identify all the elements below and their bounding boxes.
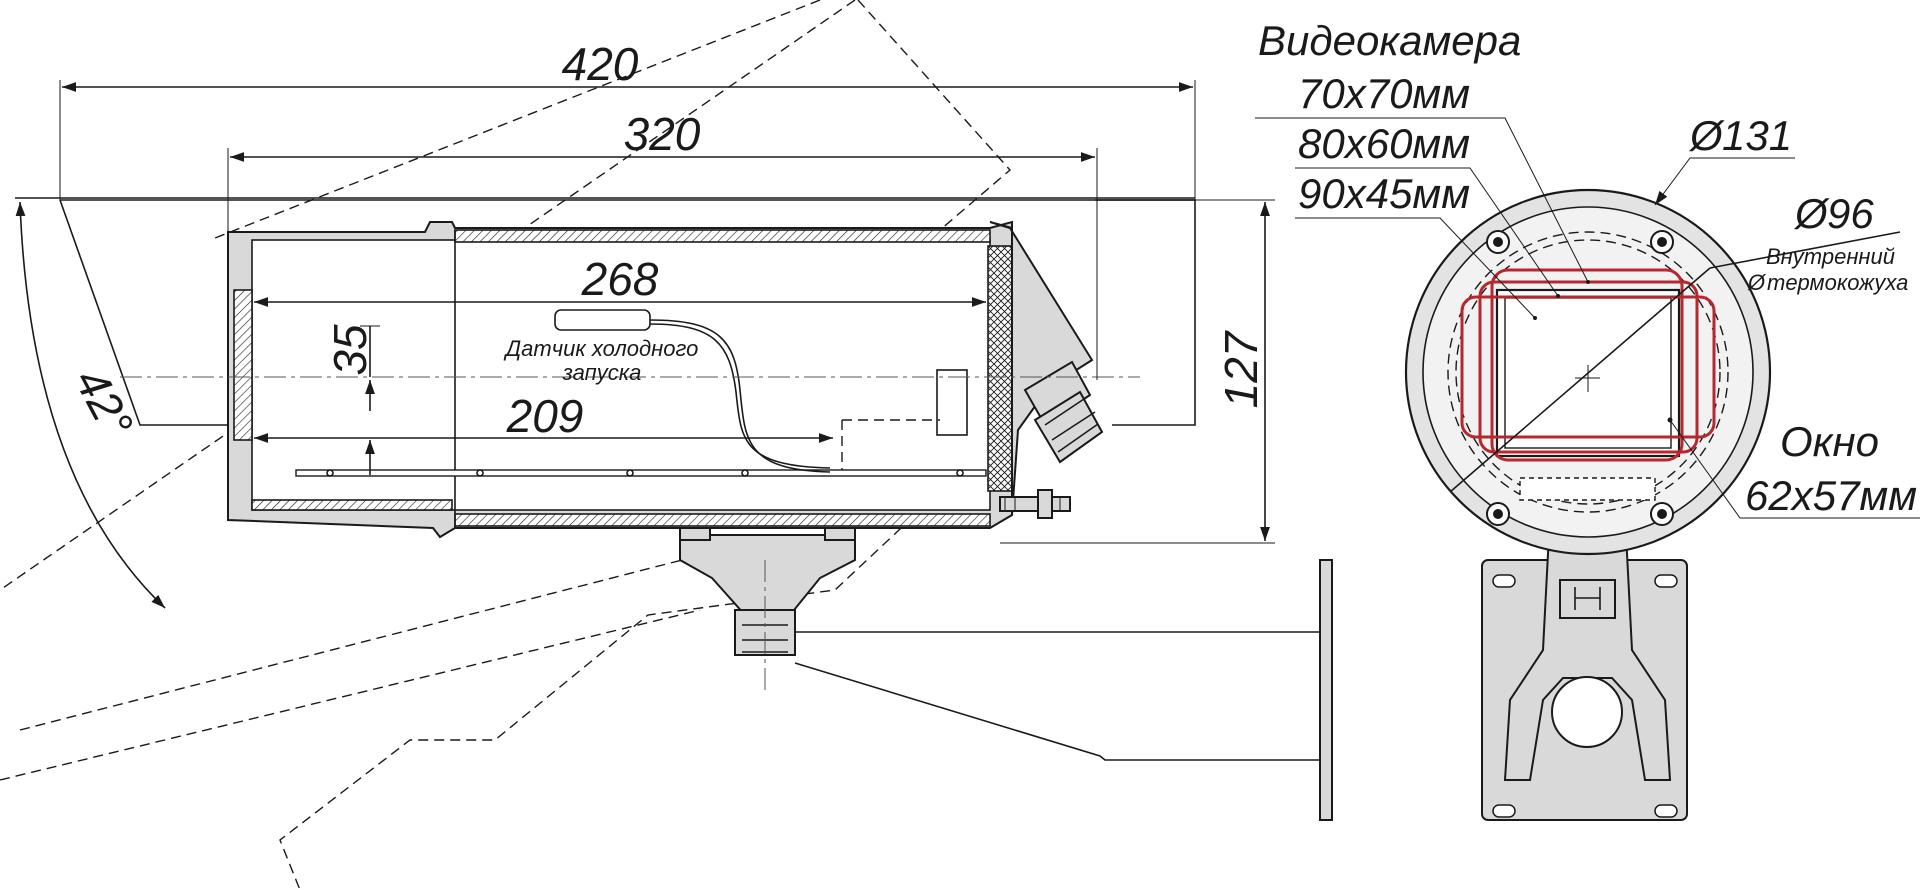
window-title: Окно	[1780, 418, 1879, 465]
dimension-42-label: 42°	[65, 360, 144, 446]
dimension-35: 35	[324, 324, 380, 475]
dimension-268: 268	[254, 253, 986, 307]
dimension-320-label: 320	[624, 108, 701, 160]
inner-label-diameter-symbol: Ø	[1747, 270, 1767, 295]
dimension-209-label: 209	[506, 390, 584, 442]
window-size: 62x57мм	[1745, 472, 1917, 519]
cable-gland	[1023, 360, 1104, 464]
rear-connector	[999, 489, 1071, 519]
diameter-symbol-96: Ø	[1793, 190, 1830, 237]
dimension-420-label: 420	[562, 38, 639, 90]
diameter-131-label: 131	[1722, 112, 1792, 159]
camera-size-90x45: 90x45мм	[1298, 170, 1470, 217]
dimension-35-label: 35	[324, 324, 376, 376]
camera-size-80x60: 80x60мм	[1298, 120, 1470, 167]
camera-title: Видеокамера	[1258, 17, 1521, 64]
sensor-label-line2: запуска	[562, 360, 642, 385]
mount-bracket-front	[1481, 514, 1688, 821]
diameter-symbol-131: Ø	[1688, 112, 1725, 159]
mount-bracket-side	[679, 527, 1333, 821]
inner-label-line1: Внутренний	[1766, 244, 1895, 269]
dimension-268-label: 268	[581, 253, 659, 305]
side-view: 420 320 268 209 35	[0, 0, 1333, 890]
sensor-label-line1: Датчик холодного	[503, 336, 699, 361]
dimension-420: 420	[59, 38, 1196, 200]
dimension-127: 127	[1000, 199, 1275, 544]
dimension-209: 209	[254, 390, 833, 443]
dimension-127-label: 127	[1215, 330, 1267, 408]
dimension-angle-42: 42°	[15, 201, 166, 609]
inner-label-line2: термокожуха	[1767, 270, 1908, 295]
diameter-96-label: 96	[1827, 190, 1874, 237]
dimension-320: 320	[227, 108, 1098, 380]
front-view: Видеокамера 70x70мм 80x60мм 90x45мм Ø 13…	[1255, 17, 1920, 821]
camera-size-70x70: 70x70мм	[1298, 70, 1470, 117]
front-bolts	[1486, 230, 1674, 526]
cold-start-sensor	[554, 309, 831, 473]
